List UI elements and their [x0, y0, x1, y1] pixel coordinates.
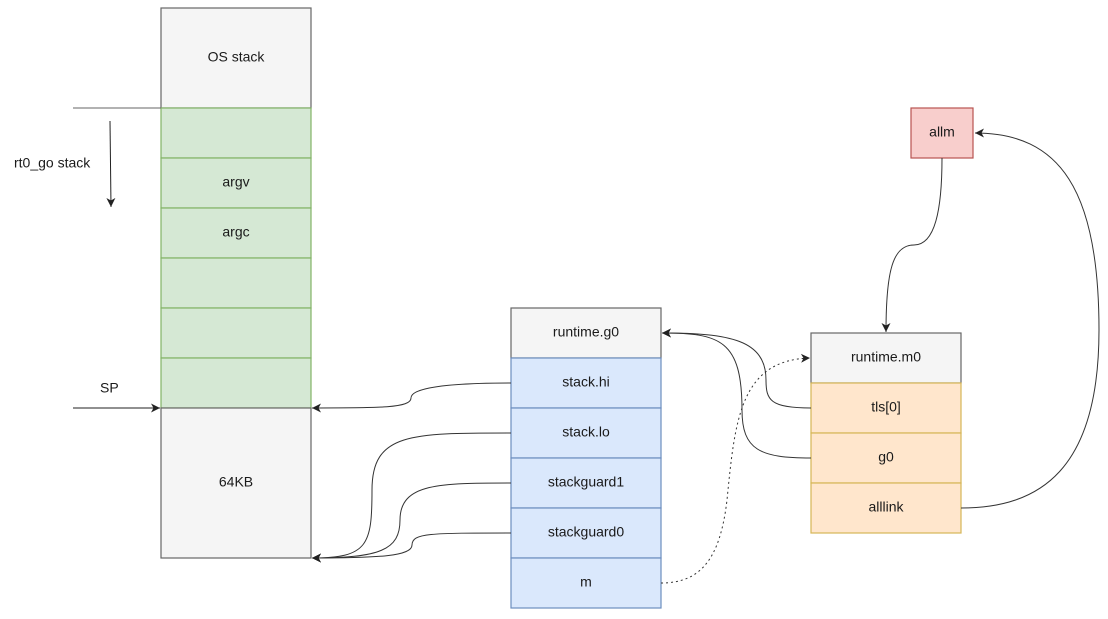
- heap-64kb-rect: [160, 407, 312, 559]
- g0-field-stack-lo: stack.lo: [510, 407, 662, 459]
- sp-label: SP: [100, 380, 119, 396]
- m0-title-rect: [810, 332, 962, 384]
- m0-field-label: tls[0]: [871, 399, 901, 415]
- g0-field-stack-hi: stack.hi: [510, 357, 662, 409]
- rt0-stack-label: rt0_go stack: [14, 155, 91, 171]
- g0-title-rect: [510, 307, 662, 359]
- stack-growth-arrow: [106, 120, 116, 208]
- g0-field-m: m: [510, 557, 662, 609]
- stack-hi-pointer: [311, 382, 512, 413]
- rt0-stack-cell: [160, 107, 312, 159]
- g0-field-label: stackguard1: [548, 474, 624, 490]
- g0-field-label: stack.hi: [562, 374, 609, 390]
- heap-64kb-block: 64KB: [160, 407, 312, 559]
- allm-block: allm: [910, 107, 974, 159]
- os-stack-block: OS stack: [160, 7, 312, 109]
- g0-title: runtime.g0: [553, 324, 619, 340]
- tls0-pointer: [661, 328, 812, 409]
- g0-field-stackguard1: stackguard1: [510, 457, 662, 509]
- stack-lo-pointer: [311, 432, 512, 563]
- g0-field-label: stackguard0: [548, 524, 624, 540]
- runtime-m0-struct: runtime.m0 tls[0] g0 alllink: [810, 332, 962, 534]
- m0-field-g0: g0: [810, 432, 962, 484]
- os-stack-label: OS stack: [208, 49, 266, 65]
- rt0-go-stack-frame: argv argc: [160, 107, 312, 409]
- runtime-g0-struct: runtime.g0 stack.hi stack.lo stackguard1…: [510, 307, 662, 609]
- g0-field-label: stack.lo: [562, 424, 610, 440]
- stackguard0-pointer: [311, 532, 512, 563]
- rt0-stack-cell: argc: [160, 207, 312, 259]
- m0-field-label: g0: [878, 449, 894, 465]
- g0-field-stackguard0: stackguard0: [510, 507, 662, 559]
- rt0-stack-cell-label: argc: [222, 224, 249, 240]
- rt0-stack-cell: [160, 357, 312, 409]
- stackguard1-pointer: [311, 482, 512, 563]
- g0-field-label: m: [580, 574, 592, 590]
- m0-field-tls0: tls[0]: [810, 382, 962, 434]
- g0-pointer: [661, 328, 812, 459]
- os-stack-rect: [160, 7, 312, 109]
- connectors: [311, 128, 1100, 584]
- allm-pointer: [881, 157, 943, 333]
- m0-title: runtime.m0: [851, 349, 921, 365]
- allm-rect: [910, 107, 974, 159]
- rt0-stack-cell: [160, 307, 312, 359]
- heap-64kb-label: 64KB: [219, 474, 253, 490]
- alllink-pointer: [960, 128, 1100, 509]
- m0-field-label: alllink: [868, 499, 904, 515]
- rt0-stack-cell-label: argv: [222, 174, 249, 190]
- rt0-stack-cell: argv: [160, 157, 312, 209]
- m0-field-alllink: alllink: [810, 482, 962, 534]
- rt0-stack-cell: [160, 257, 312, 309]
- allm-label: allm: [929, 124, 955, 140]
- m-pointer: [660, 353, 811, 584]
